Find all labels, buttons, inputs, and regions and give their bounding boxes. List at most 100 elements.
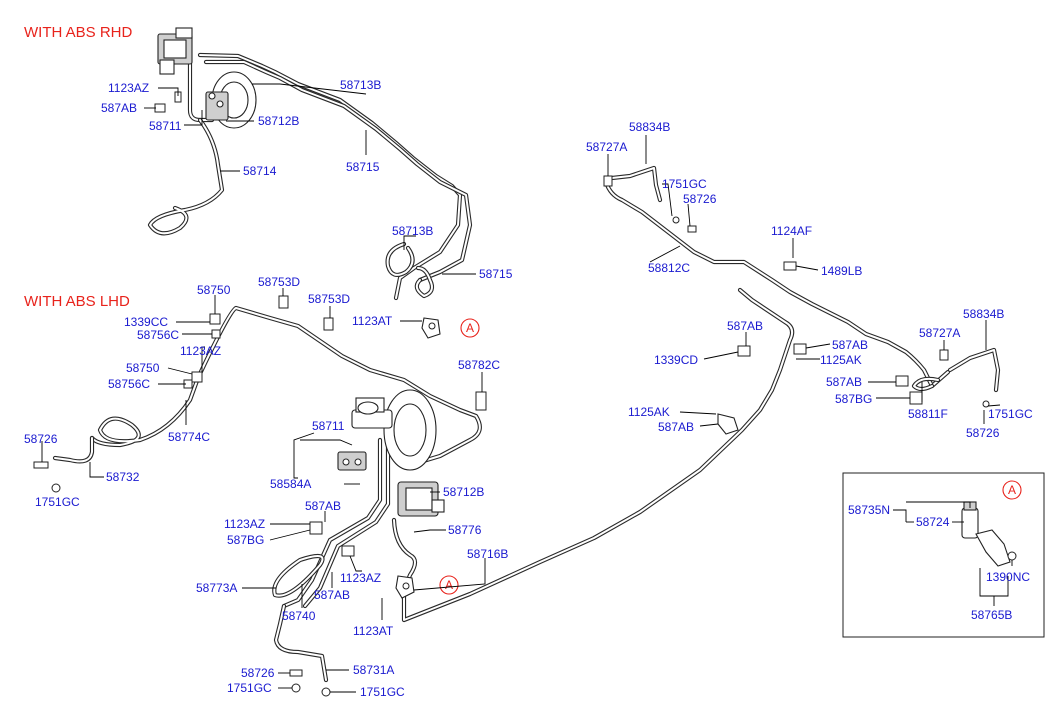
label-lhd-58712b: 58712B bbox=[443, 485, 484, 499]
label-rhd-58711: 58711 bbox=[149, 119, 182, 133]
label-lhd-1339cc: 1339CC bbox=[124, 315, 168, 329]
rear-fitting-58727a-2 bbox=[939, 349, 949, 361]
lhd-bolt-58726 bbox=[33, 461, 49, 469]
rear-brake-pipes bbox=[603, 165, 1001, 393]
rhd-clip-587ab bbox=[154, 103, 166, 113]
heading-with-abs-rhd: WITH ABS RHD bbox=[24, 24, 133, 41]
label-rear-1125ak: 1125AK bbox=[820, 353, 862, 367]
label-lhd-58773a: 58773A bbox=[196, 581, 237, 595]
label-lhd-58750: 58750 bbox=[197, 283, 231, 297]
label-lhd-58732: 58732 bbox=[106, 470, 140, 484]
label-lhd-1123az: 1123AZ bbox=[180, 344, 221, 358]
rear-assembly bbox=[603, 165, 1001, 435]
label-lhd-1123at: 1123AT bbox=[353, 624, 394, 638]
lhd-abs-module bbox=[397, 481, 445, 517]
rear-clip-1489lb bbox=[783, 261, 797, 271]
label-lhd-58753d: 58753D bbox=[258, 275, 300, 289]
lhd-clip-58753d-1 bbox=[278, 295, 289, 309]
label-rear-1751gc: 1751GC bbox=[662, 177, 707, 191]
label-rhd-1123at: 1123AT bbox=[352, 314, 393, 328]
callout-a-3: A bbox=[1008, 483, 1016, 497]
label-rear-58727a: 58727A bbox=[586, 140, 627, 154]
label-lhd-58726: 58726 bbox=[24, 432, 58, 446]
label-rear-1339cd: 1339CD bbox=[654, 353, 698, 367]
label-lhd-58756c: 58756C bbox=[137, 328, 179, 342]
lhd-master-cylinder-booster bbox=[337, 389, 437, 471]
rhd-abs-module bbox=[157, 27, 193, 75]
label-lhd-58782c: 58782C bbox=[458, 358, 500, 372]
label-rhd-58714: 58714 bbox=[243, 164, 277, 178]
lhd-clip-58750-2 bbox=[191, 371, 203, 383]
label-rear-58726: 58726 bbox=[683, 192, 717, 206]
lhd-washer-1751gc bbox=[51, 483, 61, 493]
label-lhd-1123az-2: 1123AZ bbox=[224, 517, 265, 531]
label-lhd-1751gc-2: 1751GC bbox=[227, 681, 272, 695]
label-rear-58834b: 58834B bbox=[629, 120, 670, 134]
lhd-bolt-58756c-1 bbox=[211, 329, 221, 339]
lhd-clip-58753d-2 bbox=[323, 317, 334, 331]
detail-a-box bbox=[842, 472, 1045, 638]
label-rear-1125ak-2: 1125AK bbox=[628, 405, 670, 419]
label-lhd-587ab-2: 587AB bbox=[314, 588, 350, 602]
label-lhd-58774c: 58774C bbox=[168, 430, 210, 444]
rear-clip-587ab-2 bbox=[793, 343, 807, 355]
label-detail-58724: 58724 bbox=[916, 515, 950, 529]
callout-circle-a-2 bbox=[439, 575, 459, 595]
rhd-assembly bbox=[147, 27, 473, 339]
label-lhd-58716b: 58716B bbox=[467, 547, 508, 561]
label-detail-58765b: 58765B bbox=[971, 608, 1012, 622]
label-rear-58726-2: 58726 bbox=[966, 426, 1000, 440]
label-lhd-1751gc-3: 1751GC bbox=[360, 685, 405, 699]
label-detail-1390nc: 1390NC bbox=[986, 570, 1030, 584]
label-lhd-587ab: 587AB bbox=[305, 499, 341, 513]
rhd-bracket-1123at bbox=[421, 317, 441, 339]
label-lhd-58740: 58740 bbox=[282, 609, 316, 623]
rear-clip-587ab-1 bbox=[737, 345, 751, 357]
heading-with-abs-lhd: WITH ABS LHD bbox=[24, 293, 130, 310]
rhd-brake-pipes bbox=[147, 52, 473, 301]
lhd-clip-587bg bbox=[309, 521, 323, 535]
lhd-bolt-58726-2 bbox=[289, 669, 303, 677]
label-lhd-58584a: 58584A bbox=[270, 477, 311, 491]
rear-bolt-58726 bbox=[687, 225, 697, 233]
label-rear-587ab-2: 587AB bbox=[832, 338, 868, 352]
label-rhd-58715-2: 58715 bbox=[479, 267, 513, 281]
label-lhd-58731a: 58731A bbox=[353, 663, 394, 677]
rear-fitting-58727a bbox=[603, 175, 613, 187]
label-rear-587ab-4: 587AB bbox=[658, 420, 694, 434]
label-rhd-58715: 58715 bbox=[346, 160, 380, 174]
label-rear-58811f: 58811F bbox=[908, 407, 948, 421]
detail-bracket-58765b bbox=[975, 529, 1017, 567]
label-rhd-58713b: 58713B bbox=[340, 78, 381, 92]
label-rear-1124af: 1124AF bbox=[771, 224, 812, 238]
label-lhd-58753d-2: 58753D bbox=[308, 292, 350, 306]
callout-circle-a-3 bbox=[1002, 480, 1022, 500]
label-rhd-58713b-2: 58713B bbox=[392, 224, 433, 238]
label-lhd-1751gc: 1751GC bbox=[35, 495, 80, 509]
label-rhd-58712b: 58712B bbox=[258, 114, 299, 128]
lhd-clip-587ab bbox=[341, 545, 355, 557]
label-lhd-587bg: 587BG bbox=[227, 533, 264, 547]
lhd-bracket-1123at bbox=[395, 575, 415, 599]
label-lhd-58750-2: 58750 bbox=[126, 361, 160, 375]
label-rear-58834b-2: 58834B bbox=[963, 307, 1004, 321]
rear-bracket-587ab-4 bbox=[717, 413, 739, 435]
label-lhd-58776: 58776 bbox=[448, 523, 482, 537]
label-lhd-58756c-2: 58756C bbox=[108, 377, 150, 391]
callout-a-2: A bbox=[445, 578, 453, 592]
rhd-brake-booster bbox=[205, 71, 257, 129]
callout-a-1: A bbox=[466, 321, 474, 335]
label-rhd-587ab: 587AB bbox=[101, 101, 137, 115]
lhd-washer-1751gc-2 bbox=[291, 683, 301, 693]
label-rear-58812c: 58812C bbox=[648, 261, 690, 275]
lhd-assembly bbox=[33, 287, 795, 697]
lhd-washer-1751gc-3 bbox=[321, 687, 331, 697]
label-rhd-1123az: 1123AZ bbox=[108, 81, 149, 95]
label-rear-587bg: 587BG bbox=[835, 392, 872, 406]
rear-clip-587bg bbox=[909, 391, 923, 405]
label-rear-587ab: 587AB bbox=[727, 319, 763, 333]
leader-lines bbox=[41, 83, 1013, 693]
label-lhd-1123az-3: 1123AZ bbox=[340, 571, 381, 585]
callout-circle-a-1 bbox=[460, 318, 480, 338]
